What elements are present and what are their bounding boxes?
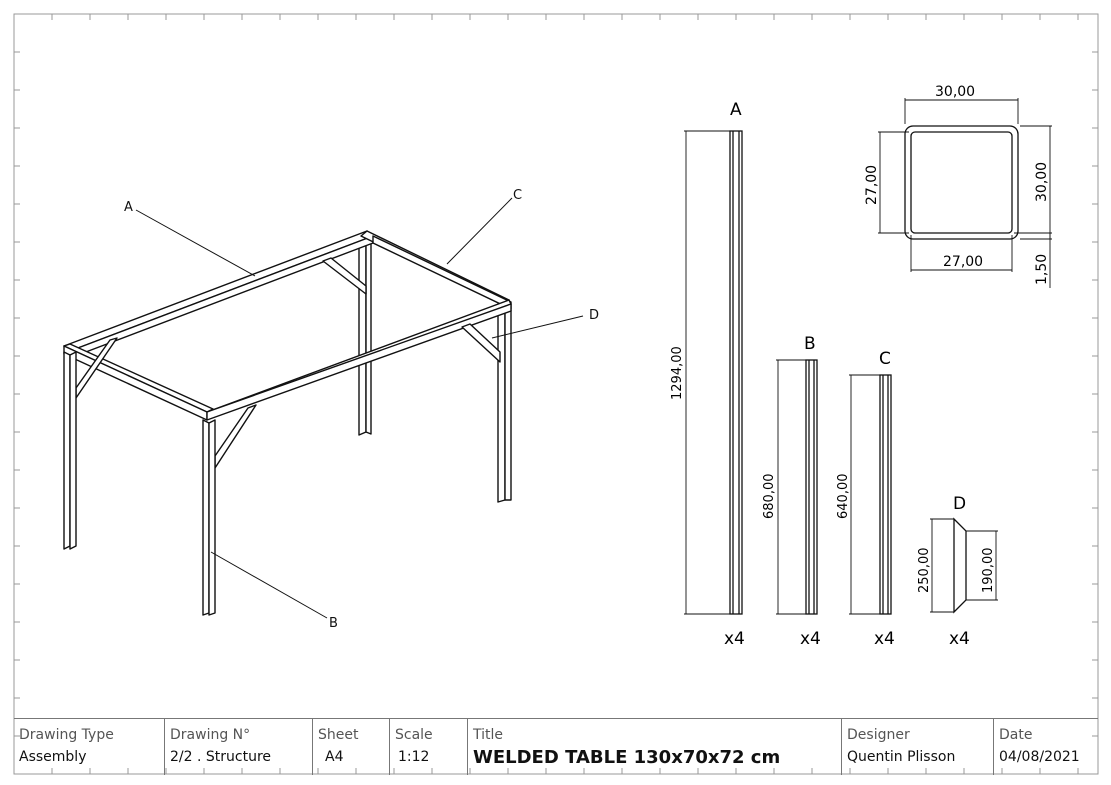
profile-inner-w: 27,00 bbox=[943, 254, 983, 270]
part-d-length-outer: 250,00 bbox=[917, 548, 932, 594]
isometric-table bbox=[63, 230, 512, 616]
part-a-length: 1294,00 bbox=[670, 346, 685, 400]
leg-back-right bbox=[358, 239, 372, 436]
brace-back bbox=[322, 257, 367, 295]
part-b-letter: B bbox=[804, 334, 816, 354]
dim-b bbox=[776, 359, 806, 615]
cell-designer: Designer Quentin Plisson bbox=[842, 719, 994, 775]
profile-outer-w: 30,00 bbox=[935, 84, 975, 100]
drawing-type-label: Drawing Type bbox=[19, 727, 114, 743]
profile-section bbox=[904, 125, 1019, 240]
leg-left bbox=[63, 351, 77, 550]
leg-front bbox=[202, 419, 216, 616]
part-c-letter: C bbox=[879, 349, 891, 369]
part-d-length-inner: 190,00 bbox=[981, 548, 996, 594]
profile-wall: 1,50 bbox=[1034, 254, 1050, 285]
part-a-qty: x4 bbox=[724, 629, 745, 649]
profile-dims bbox=[878, 98, 1052, 288]
sheet-label: Sheet bbox=[318, 727, 359, 743]
cell-sheet: Sheet A4 bbox=[313, 719, 390, 775]
profile-inner-h: 27,00 bbox=[864, 165, 880, 205]
drawing-no-value: 2/2 . Structure bbox=[170, 749, 272, 765]
iso-label-d: D bbox=[589, 308, 599, 323]
part-d-qty: x4 bbox=[949, 629, 970, 649]
dim-c bbox=[849, 374, 880, 615]
scale-value: 1:12 bbox=[398, 749, 430, 765]
part-c-qty: x4 bbox=[874, 629, 895, 649]
part-a bbox=[729, 130, 743, 615]
date-value: 04/08/2021 bbox=[999, 749, 1080, 765]
cell-scale: Scale 1:12 bbox=[390, 719, 468, 775]
title-block: Drawing Type Assembly Drawing N° 2/2 . S… bbox=[14, 718, 1098, 775]
rail-right bbox=[360, 230, 512, 310]
designer-value: Quentin Plisson bbox=[847, 749, 956, 765]
cell-drawing-type: Drawing Type Assembly bbox=[14, 719, 165, 775]
drawing-no-label: Drawing N° bbox=[170, 727, 251, 743]
iso-label-b: B bbox=[329, 616, 338, 631]
sheet-value: A4 bbox=[325, 749, 344, 765]
part-b-length: 680,00 bbox=[762, 474, 777, 520]
cell-drawing-no: Drawing N° 2/2 . Structure bbox=[165, 719, 313, 775]
title-value: WELDED TABLE 130x70x72 cm bbox=[473, 747, 781, 768]
part-c-length: 640,00 bbox=[836, 474, 851, 520]
frame-ticks bbox=[14, 14, 1098, 774]
rail-back bbox=[63, 230, 374, 359]
rail-front bbox=[206, 299, 512, 421]
brace-right bbox=[461, 323, 501, 363]
dim-d bbox=[930, 518, 998, 613]
part-b bbox=[805, 359, 818, 615]
part-b-qty: x4 bbox=[800, 629, 821, 649]
designer-label: Designer bbox=[847, 727, 910, 743]
dim-a bbox=[684, 130, 730, 615]
part-d bbox=[953, 517, 967, 614]
part-d-letter: D bbox=[953, 494, 966, 514]
iso-label-a: A bbox=[124, 200, 133, 215]
profile-outer-h: 30,00 bbox=[1034, 162, 1050, 202]
cell-date: Date 04/08/2021 bbox=[994, 719, 1098, 775]
cell-title: Title WELDED TABLE 130x70x72 cm bbox=[468, 719, 842, 775]
part-c bbox=[879, 374, 892, 615]
iso-leaders bbox=[135, 197, 584, 619]
date-label: Date bbox=[999, 727, 1033, 743]
scale-label: Scale bbox=[395, 727, 433, 743]
iso-label-c: C bbox=[513, 188, 522, 203]
part-a-letter: A bbox=[730, 100, 742, 120]
drawing-type-value: Assembly bbox=[19, 749, 87, 765]
title-label: Title bbox=[473, 727, 504, 743]
